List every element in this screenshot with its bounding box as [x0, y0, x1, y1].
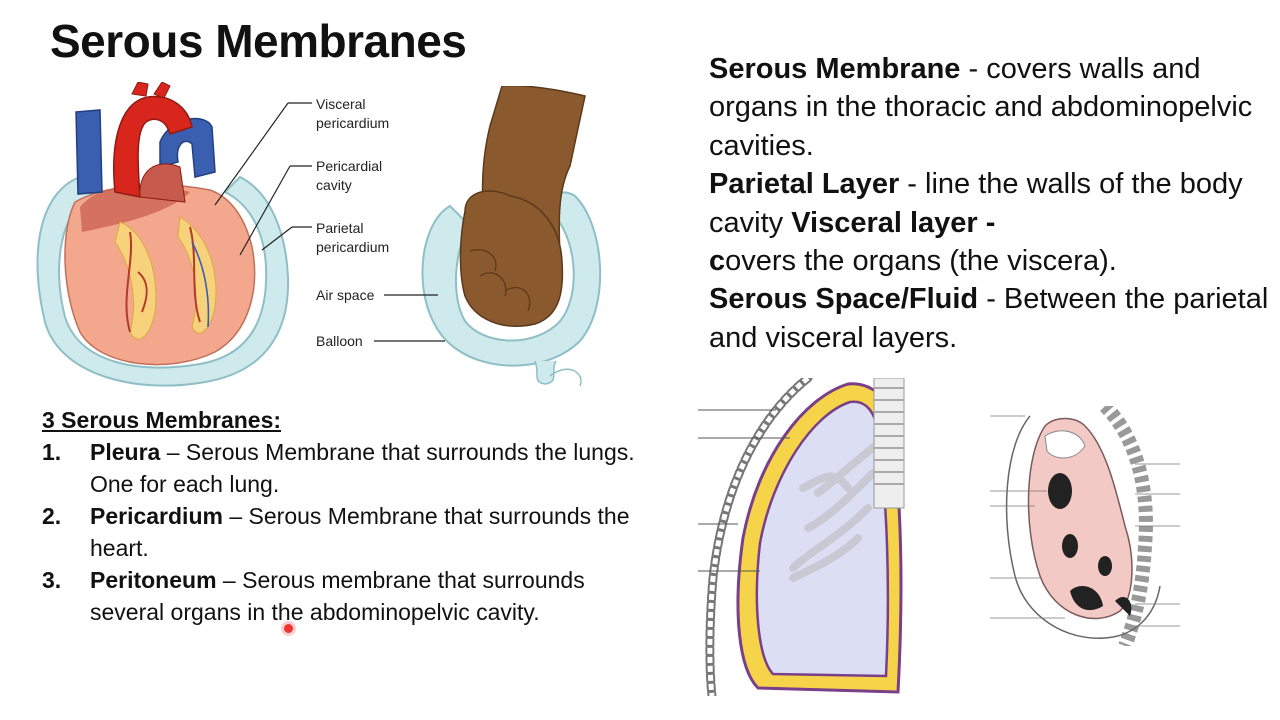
list-item: 1. Pleura – Serous Membrane that surroun…: [42, 436, 662, 500]
def-term-parietal-layer: Parietal Layer: [709, 168, 900, 201]
def-term-serous-space: Serous Space/Fluid: [709, 283, 979, 316]
serous-membranes-list: 3 Serous Membranes: 1. Pleura – Serous M…: [42, 404, 662, 628]
peritoneum-illustration: [990, 406, 1180, 646]
label-parietal-pericardium: Parietal pericardium: [316, 220, 390, 255]
list-item-term: Pleura: [90, 439, 161, 465]
def-term-serous-membrane: Serous Membrane: [709, 53, 961, 85]
def-text-parietal-layer: - line the walls of the body cavity: [709, 168, 1243, 239]
list-item: 3. Peritoneum – Serous membrane that sur…: [42, 564, 662, 628]
pointer-dot: [284, 624, 293, 633]
list-item-text: – Serous Membrane that surrounds the hea…: [90, 503, 630, 561]
slide-title: Serous Membranes: [50, 15, 467, 67]
fist-balloon-illustration: [421, 86, 602, 387]
list-item-number: 3.: [42, 567, 62, 593]
definitions-paragraph: Serous Membrane - covers walls and organ…: [709, 50, 1269, 357]
def-text-covers: overs the organs (the viscera).: [725, 245, 1117, 278]
lung-pleura-illustration: [698, 378, 905, 696]
def-text-serous-membrane: - covers walls and organs in the thoraci…: [709, 53, 1253, 162]
def-text-serous-space: - Between the parietal and visceral laye…: [709, 283, 1269, 354]
label-visceral-pericardium: Visceral pericardium: [316, 96, 390, 131]
list-item-term: Peritoneum: [90, 567, 217, 593]
def-term-c: c: [709, 245, 726, 278]
label-air-space: Air space: [316, 287, 375, 303]
list-item-number: 2.: [42, 503, 62, 529]
list-item-text: – Serous membrane that surrounds several…: [90, 567, 585, 625]
label-leader-lines: [214, 102, 445, 342]
parietal-pericardium-shape: [36, 175, 290, 387]
label-balloon: Balloon: [316, 333, 363, 349]
list-heading: 3 Serous Membranes:: [42, 407, 282, 433]
list-item-text: – Serous Membrane that surrounds the lun…: [90, 439, 635, 497]
label-pericardial-cavity: Pericardial cavity: [316, 158, 383, 193]
list-item-term: Pericardium: [90, 503, 223, 529]
balloon-shape: [421, 191, 602, 367]
lung-shape: [755, 400, 890, 678]
def-term-visceral-layer: Visceral layer: [791, 206, 978, 239]
list-item: 2. Pericardium – Serous Membrane that su…: [42, 500, 662, 564]
list-item-number: 1.: [42, 439, 62, 465]
heart-pericardium-illustration: [36, 82, 290, 387]
def-text-visceral-layer: -: [977, 206, 996, 239]
